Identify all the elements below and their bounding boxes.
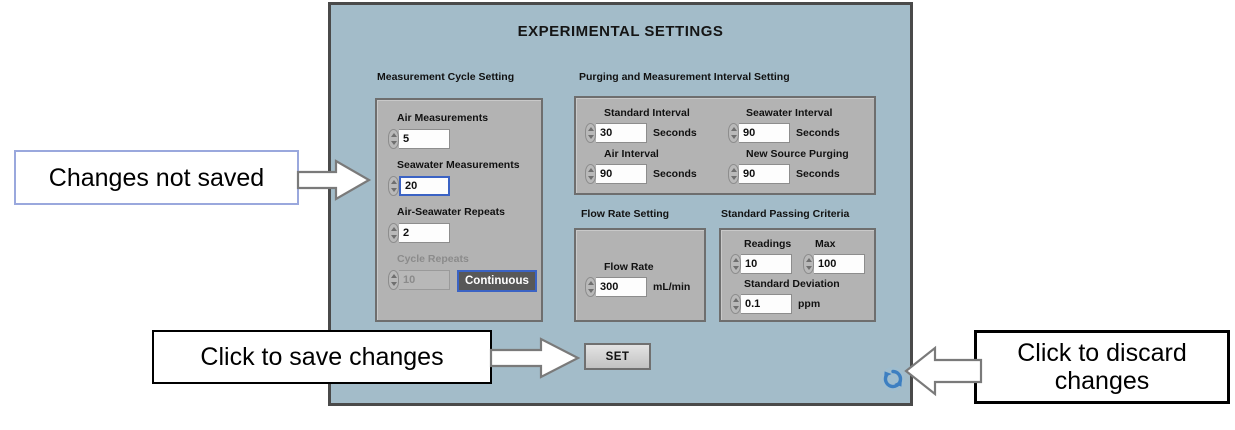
field-label-seawater-interval: Seawater Interval: [746, 107, 833, 119]
group-label-passing-criteria: Standard Passing Criteria: [721, 208, 850, 220]
arrow-save: [489, 337, 581, 379]
standard-interval-input[interactable]: 30: [596, 123, 647, 143]
field-label-seawater-measurements: Seawater Measurements: [397, 159, 520, 171]
field-label-flow-rate: Flow Rate: [604, 261, 654, 273]
air-seawater-repeats-input[interactable]: 2: [399, 223, 450, 243]
spinner-up-down-icon[interactable]: [585, 277, 596, 297]
flow-rate-input[interactable]: 300: [596, 277, 647, 297]
air-interval-stepper[interactable]: 90: [585, 164, 647, 184]
field-label-air-interval: Air Interval: [604, 148, 659, 160]
standard-interval-stepper[interactable]: 30: [585, 123, 647, 143]
unit-standard-deviation: ppm: [798, 298, 821, 310]
arrow-discard: [904, 345, 983, 397]
air-measurements-stepper[interactable]: 5: [388, 129, 450, 149]
spinner-up-down-icon[interactable]: [585, 123, 596, 143]
spinner-up-down-icon[interactable]: [803, 254, 814, 274]
max-stepper[interactable]: 100: [803, 254, 865, 274]
unit-standard-interval: Seconds: [653, 127, 697, 139]
seawater-interval-stepper[interactable]: 90: [728, 123, 790, 143]
seawater-measurements-input[interactable]: 20: [399, 176, 450, 196]
standard-deviation-input[interactable]: 0.1: [741, 294, 792, 314]
spinner-up-down-icon[interactable]: [388, 176, 399, 196]
measurement-cycle-subpanel: Air Measurements 5 Seawater Measurements…: [375, 98, 543, 322]
new-source-purging-stepper[interactable]: 90: [728, 164, 790, 184]
field-label-readings: Readings: [744, 238, 792, 250]
cycle-repeats-stepper[interactable]: 10: [388, 270, 450, 290]
page-title: EXPERIMENTAL SETTINGS: [517, 23, 724, 40]
group-label-measurement-cycle: Measurement Cycle Setting: [377, 71, 515, 83]
unit-air-interval: Seconds: [653, 168, 697, 180]
spinner-up-down-icon[interactable]: [388, 223, 399, 243]
interval-subpanel: Standard Interval 30 Seconds Seawater In…: [574, 96, 876, 195]
field-label-cycle-repeats: Cycle Repeats: [397, 253, 469, 265]
unit-seawater-interval: Seconds: [796, 127, 840, 139]
flow-rate-stepper[interactable]: 300: [585, 277, 647, 297]
flow-rate-subpanel: Flow Rate 300 mL/min: [574, 228, 706, 322]
air-measurements-input[interactable]: 5: [399, 129, 450, 149]
spinner-up-down-icon[interactable]: [728, 123, 739, 143]
spinner-up-down-icon[interactable]: [388, 129, 399, 149]
annotation-changes-not-saved: Changes not saved: [14, 150, 299, 205]
spinner-up-down-icon[interactable]: [730, 254, 741, 274]
readings-stepper[interactable]: 10: [730, 254, 792, 274]
seawater-interval-input[interactable]: 90: [739, 123, 790, 143]
spinner-up-down-icon[interactable]: [585, 164, 596, 184]
unit-flow-rate: mL/min: [653, 281, 691, 293]
spinner-up-down-icon[interactable]: [728, 164, 739, 184]
seawater-measurements-stepper[interactable]: 20: [388, 176, 450, 196]
group-label-interval: Purging and Measurement Interval Setting: [579, 71, 790, 83]
arrow-not-saved: [296, 159, 372, 201]
annotation-click-to-save: Click to save changes: [152, 330, 492, 384]
group-label-flow-rate: Flow Rate Setting: [581, 208, 670, 220]
annotation-click-to-discard: Click to discard changes: [974, 330, 1230, 404]
field-label-standard-interval: Standard Interval: [604, 107, 690, 119]
refresh-icon[interactable]: [878, 364, 908, 394]
max-input[interactable]: 100: [814, 254, 865, 274]
continuous-toggle-button[interactable]: Continuous: [457, 270, 537, 292]
set-button[interactable]: SET: [584, 343, 651, 370]
air-seawater-repeats-stepper[interactable]: 2: [388, 223, 450, 243]
spinner-up-down-icon[interactable]: [730, 294, 741, 314]
unit-new-source-purging: Seconds: [796, 168, 840, 180]
field-label-max: Max: [815, 238, 836, 250]
field-label-air-measurements: Air Measurements: [397, 112, 489, 124]
spinner-up-down-icon[interactable]: [388, 270, 399, 290]
standard-deviation-stepper[interactable]: 0.1: [730, 294, 792, 314]
field-label-new-source-purging: New Source Purging: [746, 148, 849, 160]
field-label-standard-deviation: Standard Deviation: [744, 278, 840, 290]
air-interval-input[interactable]: 90: [596, 164, 647, 184]
readings-input[interactable]: 10: [741, 254, 792, 274]
cycle-repeats-input[interactable]: 10: [399, 270, 450, 290]
field-label-air-seawater-repeats: Air-Seawater Repeats: [397, 206, 505, 218]
passing-criteria-subpanel: Readings 10 Max 100 Standard Deviation 0…: [719, 228, 876, 322]
new-source-purging-input[interactable]: 90: [739, 164, 790, 184]
